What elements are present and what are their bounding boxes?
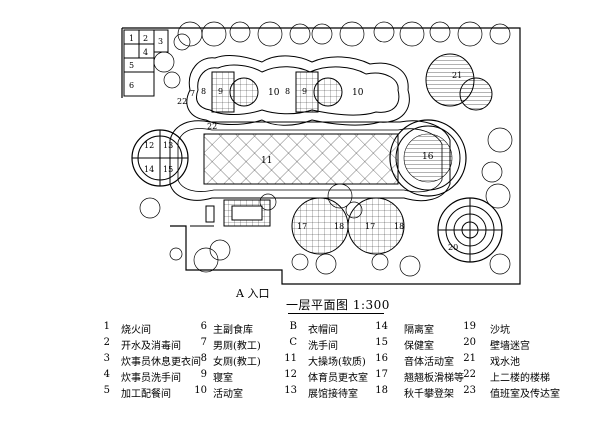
legend-number: 23 — [463, 385, 476, 396]
maze — [437, 197, 503, 263]
room-number: 22 — [207, 122, 217, 131]
room-number: 11 — [261, 156, 272, 166]
legend-text: 寝室 — [213, 373, 233, 384]
legend-number: 15 — [375, 337, 388, 348]
legend-number: 3 — [103, 353, 110, 364]
legend-number: 12 — [284, 369, 297, 380]
legend-number: 5 — [103, 385, 110, 396]
room-number: 5 — [129, 61, 134, 70]
legend-number: 14 — [375, 321, 388, 332]
legend-text: 女厕(教工) — [213, 357, 261, 368]
legend-number: 20 — [463, 337, 476, 348]
legend-text: 衣帽间 — [308, 325, 338, 336]
room-number: 12 — [144, 141, 154, 150]
room-number: 14 — [144, 165, 154, 174]
legend-number: 7 — [200, 337, 207, 348]
legend-text: 音体活动室 — [404, 357, 454, 368]
legend-text: 大操场(软质) — [308, 357, 366, 368]
room-number: 8 — [201, 87, 206, 96]
legend-text: 炊事员洗手间 — [121, 373, 181, 384]
legend-number: B — [289, 321, 297, 332]
wading-pool — [425, 53, 493, 111]
site-boundary — [122, 27, 521, 285]
tree-icons — [139, 21, 513, 277]
legend-number: C — [289, 337, 297, 348]
room-number: 18 — [334, 222, 344, 231]
legend-number: 10 — [194, 385, 207, 396]
room-number: 10 — [268, 88, 280, 98]
classroom-wing — [186, 55, 410, 126]
legend-number: 13 — [284, 385, 297, 396]
legend-number: 19 — [463, 321, 476, 332]
legend-text: 值班室及传达室 — [490, 389, 560, 400]
room-number: 6 — [129, 81, 134, 90]
legend-text: 炊事员休息更衣间 — [121, 357, 201, 368]
left-rotunda — [131, 129, 189, 187]
legend-text: 沙坑 — [490, 325, 510, 336]
room-number: 17 — [297, 222, 307, 231]
legend-text: 男厕(教工) — [213, 341, 261, 352]
room-number: 9 — [218, 87, 223, 96]
walkway — [169, 120, 451, 202]
legend-text: 体育员更衣室 — [308, 373, 368, 384]
legend-text: 保健室 — [404, 341, 434, 352]
legend-number: 1 — [103, 321, 110, 332]
legend-number: 18 — [375, 385, 388, 396]
room-number: 3 — [158, 37, 163, 46]
legend-number: 6 — [200, 321, 207, 332]
room-number: 18 — [394, 222, 404, 231]
legend-text: 戏水池 — [490, 357, 520, 368]
room-number: 16 — [422, 152, 434, 162]
legend-text: 烧火间 — [121, 325, 151, 336]
room-number: 10 — [352, 88, 364, 98]
room-number: 4 — [143, 48, 148, 57]
legend-number: 21 — [463, 353, 476, 364]
room-number: 8 — [285, 87, 290, 96]
legend-text: 隔离室 — [404, 325, 434, 336]
legend-text: 翘翘板滑梯等 — [404, 373, 464, 384]
title-underline — [288, 313, 384, 314]
legend-number: 8 — [200, 353, 207, 364]
legend-text: 展馆接待室 — [308, 389, 358, 400]
entrance-label: A 入口 — [236, 287, 270, 300]
legend-text: 主副食库 — [213, 325, 253, 336]
room-number: 15 — [163, 165, 173, 174]
room-number: 9 — [302, 87, 307, 96]
right-rotunda — [389, 119, 467, 197]
legend-text: 壁墙迷宫 — [490, 341, 530, 352]
legend-number: 11 — [284, 353, 297, 364]
legend-number: 17 — [375, 369, 388, 380]
room-number: 17 — [365, 222, 375, 231]
legend-number: 22 — [463, 369, 476, 380]
legend-text: 秋千攀登架 — [404, 389, 454, 400]
room-number: 20 — [448, 243, 458, 252]
legend-text: 上二楼的楼梯 — [490, 373, 550, 384]
playground — [203, 133, 399, 185]
legend-number: 4 — [103, 369, 110, 380]
legend-number: 9 — [200, 369, 207, 380]
room-number: 13 — [163, 141, 173, 150]
legend-number: 2 — [103, 337, 110, 348]
legend-text: 开水及消毒间 — [121, 341, 181, 352]
legend-text: 活动室 — [213, 389, 243, 400]
room-number: 21 — [452, 71, 462, 80]
legend-number: 16 — [375, 353, 388, 364]
room-number: 2 — [143, 34, 148, 43]
room-number: 22 — [177, 97, 187, 106]
legend-text: 洗手间 — [308, 341, 338, 352]
room-number: 1 — [129, 34, 134, 43]
plan-title: 一层平面图 1:300 — [286, 298, 390, 312]
room-number: 7 — [190, 89, 195, 98]
legend-text: 加工配餐间 — [121, 389, 171, 400]
